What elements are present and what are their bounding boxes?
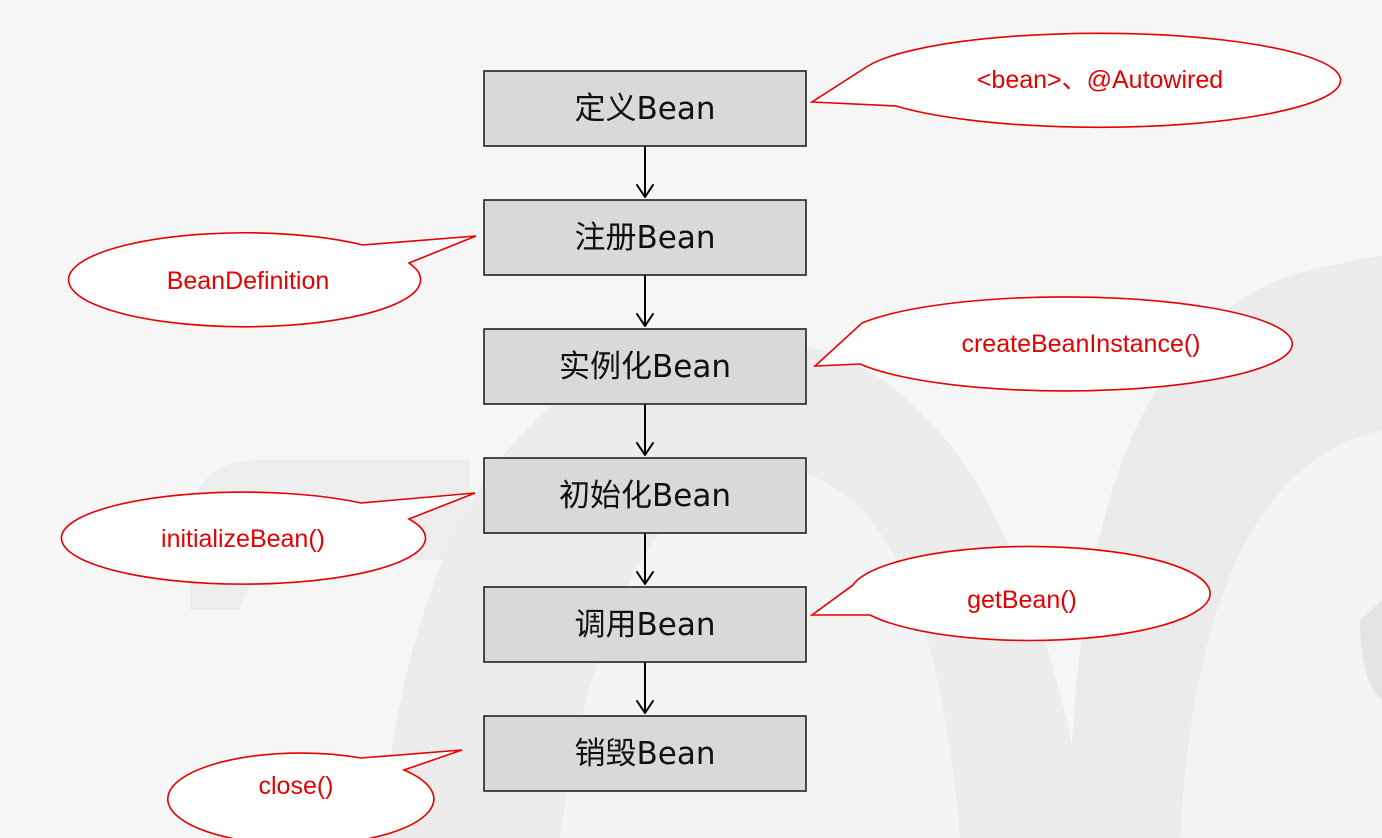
step-destroy-bean: 销毁Bean — [483, 715, 807, 792]
callout-text: close() — [258, 772, 333, 800]
flow-arrow — [636, 404, 654, 456]
flow-arrow — [636, 533, 654, 585]
callout-text: <bean>、@Autowired — [977, 66, 1223, 94]
flow-arrow — [636, 146, 654, 198]
callout-text: initializeBean() — [161, 525, 325, 553]
step-define-bean: 定义Bean — [483, 70, 807, 147]
flow-arrow — [636, 662, 654, 714]
step-register-bean: 注册Bean — [483, 199, 807, 276]
callout-define: <bean>、@Autowired — [809, 32, 1342, 129]
callout-text: BeanDefinition — [167, 267, 330, 295]
callout-destroy: close() — [167, 749, 463, 838]
step-label: 注册Bean — [575, 220, 716, 256]
callout-register: BeanDefinition — [67, 231, 477, 328]
step-label: 定义Bean — [575, 91, 716, 127]
step-initialize-bean: 初始化Bean — [483, 457, 807, 534]
callout-text: createBeanInstance() — [961, 330, 1200, 358]
callout-use: getBean() — [809, 545, 1211, 642]
step-instantiate-bean: 实例化Bean — [483, 328, 807, 405]
step-label: 实例化Bean — [559, 349, 731, 385]
callout-initialize: initializeBean() — [60, 491, 476, 585]
callout-instantiate: createBeanInstance() — [812, 296, 1294, 392]
step-label: 初始化Bean — [559, 478, 731, 514]
step-use-bean: 调用Bean — [483, 586, 807, 663]
flow-arrow — [636, 275, 654, 327]
step-label: 调用Bean — [575, 607, 716, 643]
step-label: 销毁Bean — [575, 736, 716, 772]
callout-text: getBean() — [967, 586, 1077, 614]
